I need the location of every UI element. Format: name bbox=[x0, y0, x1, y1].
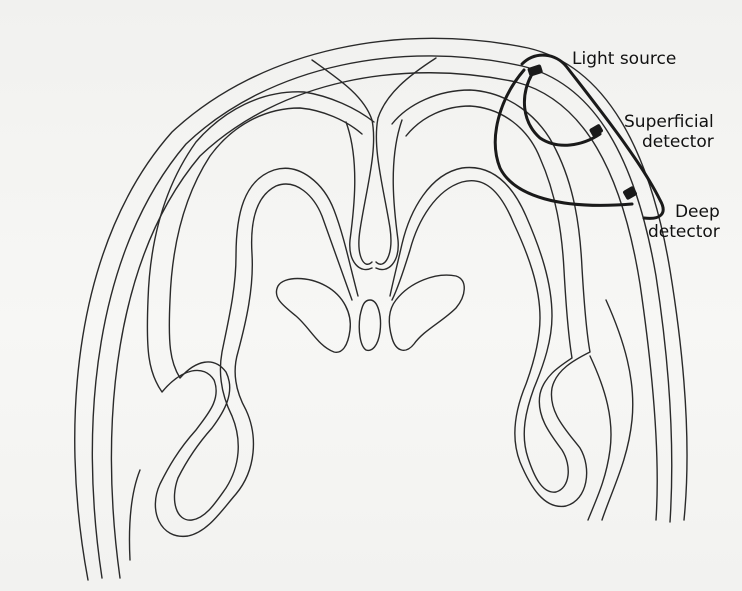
deep-detector-label-line2: detector bbox=[648, 222, 720, 242]
cortex-right-inner bbox=[390, 106, 572, 492]
superficial-detector-label-line1: Superficial bbox=[624, 112, 714, 132]
midline-left-contour bbox=[312, 60, 374, 264]
superficial-detector-label: Superficial detector bbox=[624, 112, 714, 153]
superficial-detector-optode bbox=[589, 124, 604, 138]
light-source-label: Light source bbox=[572, 49, 676, 69]
ventricle-right bbox=[389, 275, 464, 350]
temporal-fold-left-edge bbox=[129, 470, 140, 560]
skull-middle-contour bbox=[92, 56, 671, 578]
temporal-fold-right-inner bbox=[588, 356, 611, 520]
cortex-left-inner bbox=[169, 108, 362, 520]
scalp-outer-contour bbox=[75, 38, 687, 580]
midline-right-contour bbox=[376, 58, 436, 264]
superficial-detector-label-line2: detector bbox=[624, 132, 714, 152]
light-source-label-text: Light source bbox=[572, 49, 676, 69]
falx-right bbox=[376, 120, 402, 270]
deep-detector-label: Deep detector bbox=[648, 202, 720, 243]
cortex-left-outer bbox=[147, 92, 374, 536]
deep-detector-optode bbox=[622, 186, 637, 201]
deep-detector-label-line1: Deep bbox=[648, 202, 720, 222]
ventricle-left bbox=[276, 279, 350, 353]
ventricle-third bbox=[359, 300, 380, 350]
light-source-optode bbox=[527, 64, 543, 77]
cortex-right-outer bbox=[392, 90, 590, 506]
temporal-fold-right-outer bbox=[602, 300, 633, 520]
